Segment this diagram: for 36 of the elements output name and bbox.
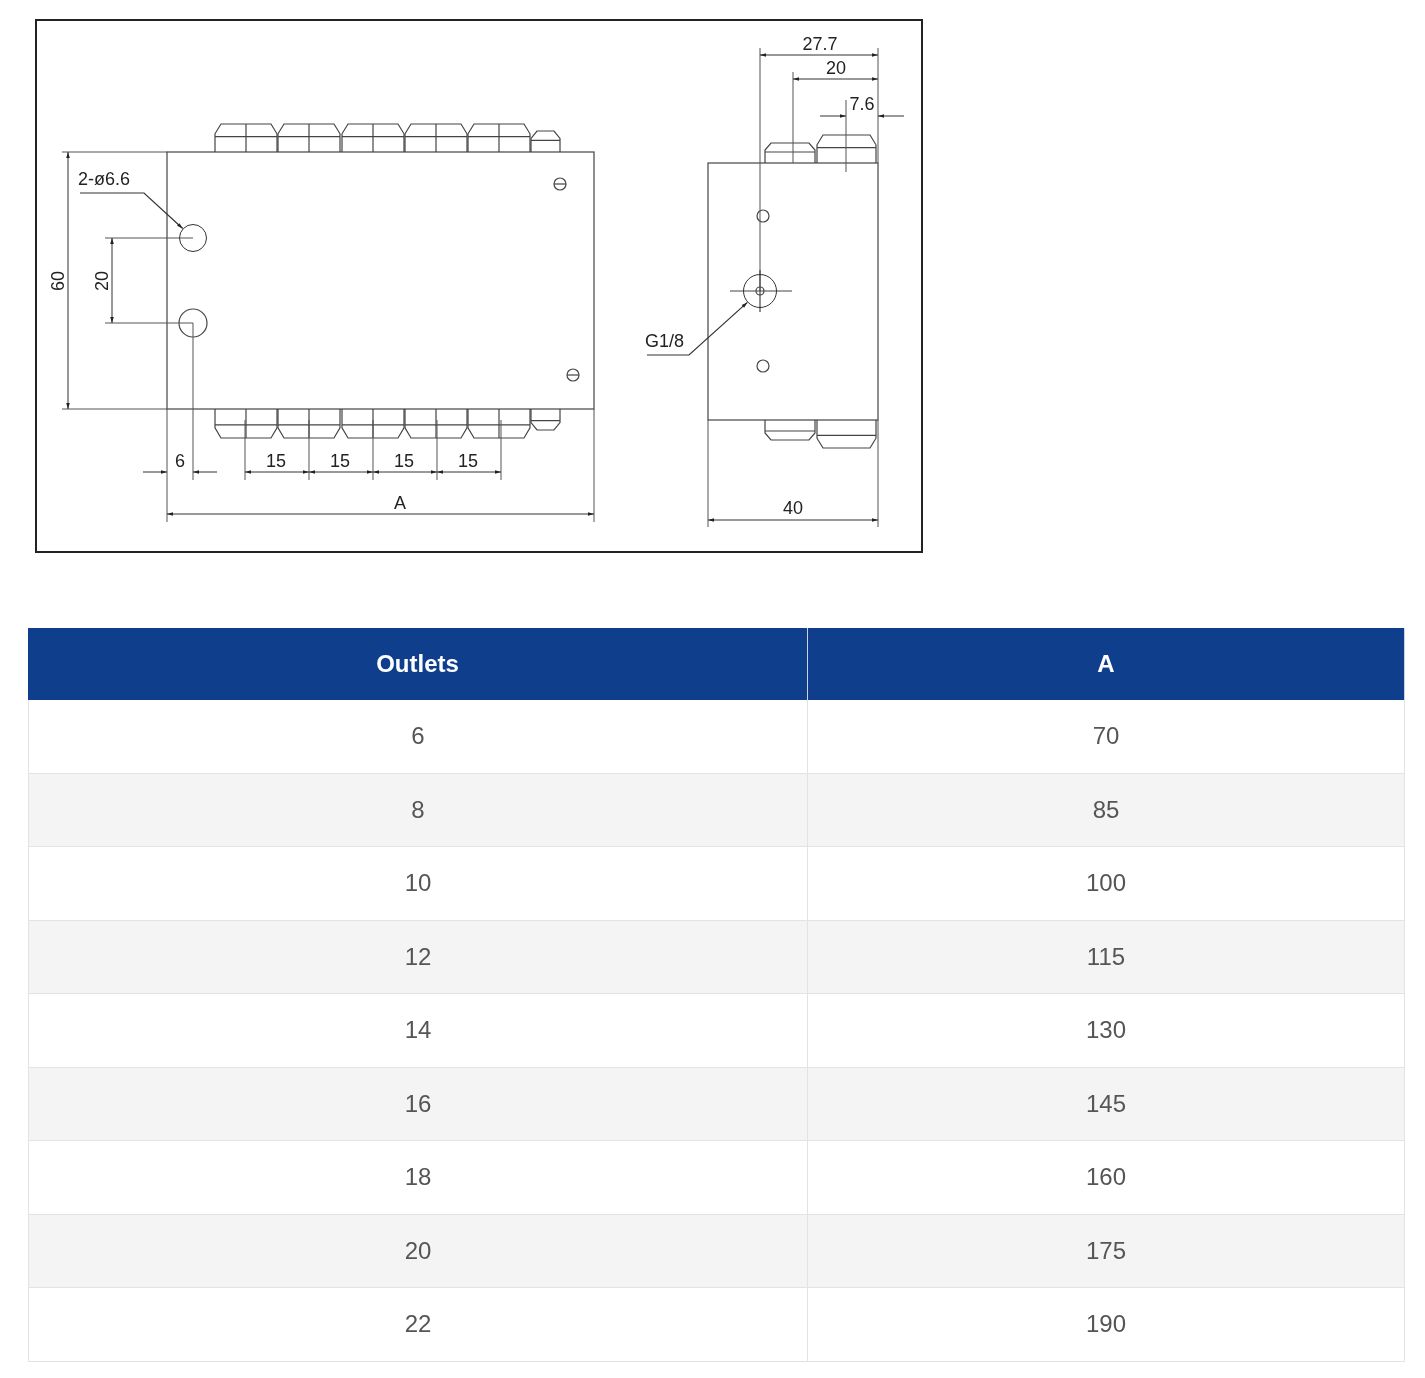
table-cell: 6	[28, 700, 808, 774]
leader-line	[79, 192, 184, 230]
table-cell: 130	[808, 994, 1405, 1068]
dimension-label: 15	[458, 452, 478, 470]
table-cell: 14	[28, 994, 808, 1068]
dimension-label: 27.7	[802, 35, 838, 53]
dimension-label: 60	[49, 271, 67, 291]
table-cell: 12	[28, 920, 808, 994]
dimension-label: 7.6	[849, 95, 875, 113]
dimension-label: A	[394, 494, 406, 512]
table-header: A	[808, 628, 1405, 700]
table-cell: 8	[28, 773, 808, 847]
table-cell: 10	[28, 847, 808, 921]
dimension-label: 15	[394, 452, 414, 470]
dimension-label: 15	[330, 452, 350, 470]
table-cell: 22	[28, 1288, 808, 1362]
table-cell: 85	[808, 773, 1405, 847]
leader-line	[646, 301, 748, 356]
table-cell: 145	[808, 1067, 1405, 1141]
table-cell: 100	[808, 847, 1405, 921]
table-cell: 115	[808, 920, 1405, 994]
dimension-label: 6	[175, 452, 185, 470]
table-cell: 160	[808, 1141, 1405, 1215]
table-cell: 175	[808, 1214, 1405, 1288]
dimension-label: 40	[783, 499, 803, 517]
table-cell: 70	[808, 700, 1405, 774]
dimension-label: 20	[93, 271, 111, 291]
table-cell: 190	[808, 1288, 1405, 1362]
callout-label: G1/8	[645, 332, 689, 354]
table-cell: 18	[28, 1141, 808, 1215]
callout-label: 2-ø6.6	[78, 170, 144, 192]
dimension-label: 20	[826, 59, 846, 77]
table-cell: 16	[28, 1067, 808, 1141]
dimension-label: 15	[266, 452, 286, 470]
table-cell: 20	[28, 1214, 808, 1288]
table-header: Outlets	[28, 628, 808, 700]
